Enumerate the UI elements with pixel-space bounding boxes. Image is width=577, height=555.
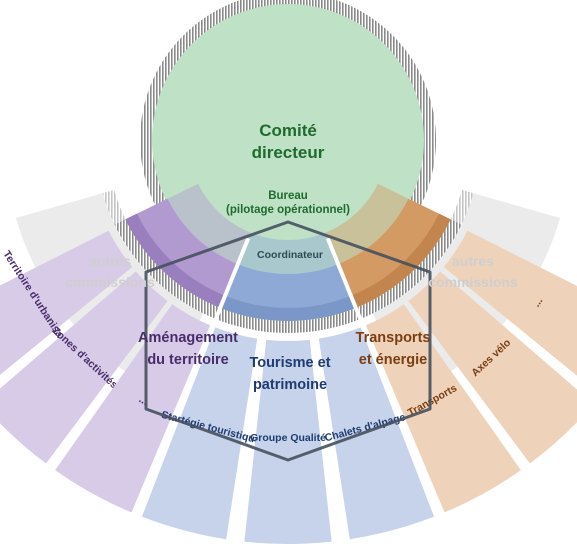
group-segment-shape xyxy=(443,230,577,376)
group-segment[interactable]: ... xyxy=(443,230,577,396)
group-label: Groupe Qualité xyxy=(250,432,326,444)
group-segment-shape xyxy=(365,304,521,513)
group-segment-shape xyxy=(55,304,211,513)
central-title-line1: Comité xyxy=(259,121,317,140)
commission-amenagement-line1: Aménagement xyxy=(138,330,238,346)
coordinator-label: Coordinateur xyxy=(257,249,323,261)
commission-tourisme-line1: Tourisme et xyxy=(249,355,330,371)
side-right-line1: autres xyxy=(452,253,494,269)
separator-1 xyxy=(213,237,251,320)
commission-tourisme-line2: patrimoine xyxy=(253,377,327,393)
group-segment[interactable]: Transports xyxy=(365,304,521,513)
commission-outer-band-purple xyxy=(125,213,226,308)
commission-outer-band-orange xyxy=(350,213,451,308)
group-segment-shape xyxy=(318,327,435,540)
commission-hatch-ring xyxy=(114,219,462,333)
bureau-label-line2: (pilotage opérationnel) xyxy=(226,204,350,216)
side-left-line1: autres xyxy=(89,253,131,269)
group-segment-shape xyxy=(0,230,133,375)
group-segment-shape xyxy=(141,327,258,540)
group-segment[interactable]: Zones d'activités xyxy=(0,271,168,464)
bureau-label-line1: Bureau xyxy=(268,190,308,202)
group-segment[interactable]: Groupe Qualité xyxy=(244,339,332,544)
group-segment-shape xyxy=(0,271,168,464)
coordinator-hexagon xyxy=(144,220,432,462)
group-segment[interactable]: Chalets d'alpage xyxy=(318,327,435,540)
group-segment[interactable]: Axes vélo xyxy=(408,271,577,464)
commission-separators xyxy=(213,237,363,320)
group-segment-shape xyxy=(244,339,332,544)
side-left-line2: commissions xyxy=(65,274,155,290)
side-right-line2: commissions xyxy=(428,274,518,290)
commission-outer-band-blue xyxy=(220,295,356,321)
group-segment-shape xyxy=(408,271,577,464)
separator-2 xyxy=(325,237,363,320)
commission-amenagement-line2: du territoire xyxy=(147,352,228,368)
commission-transports-line2: et énergie xyxy=(359,352,428,368)
central-core xyxy=(188,40,388,240)
commission-transports-line1: Transports xyxy=(356,330,431,346)
central-title-line2: directeur xyxy=(252,143,325,162)
